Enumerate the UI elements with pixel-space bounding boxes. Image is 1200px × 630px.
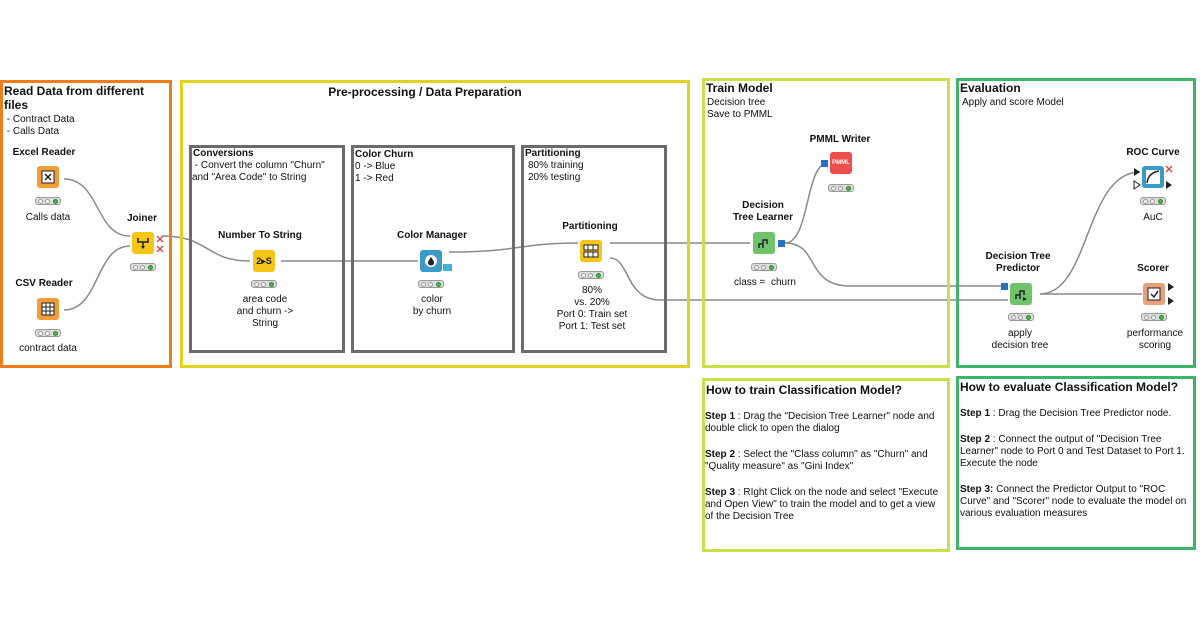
annotation-read-data [0, 80, 172, 368]
dt-learner-label: class = churn [734, 277, 796, 288]
train-step-2: Step 2 : Select the "Class column" as "C… [705, 449, 928, 472]
excel-reader-status [35, 197, 61, 205]
annotation-color-churn [351, 145, 515, 353]
color-manager-node[interactable] [420, 250, 442, 272]
csv-reader-node[interactable] [37, 298, 59, 320]
wire-color-partition [448, 242, 579, 253]
dt-learner-title: Decision Tree Learner [732, 200, 794, 223]
roc-curve-status [1140, 197, 1166, 205]
joiner-title: Joiner [126, 213, 157, 224]
color-drop-icon [425, 255, 437, 267]
excel-reader-icon [41, 170, 55, 184]
pmml-writer-status [828, 184, 854, 192]
annotation-evaluation [956, 78, 1196, 368]
annotation-evaluation-title: Evaluation [960, 81, 1021, 95]
annotation-color-churn-title: Color Churn [355, 149, 414, 160]
train-steps-title: How to train Classification Model? [706, 383, 903, 397]
dt-predictor-status [1008, 313, 1034, 321]
scorer-label: performance scoring [1126, 328, 1184, 351]
eval-steps-title: How to evaluate Classification Model? [960, 380, 1179, 394]
wire-predictor-roc [1039, 171, 1141, 295]
annotation-train-model [702, 78, 950, 368]
roc-curve-node[interactable] [1142, 166, 1164, 188]
wire-learner-predictor [784, 242, 1008, 287]
dt-predictor-title: Decision Tree Predictor [985, 251, 1051, 274]
color-manager-label: color by churn [412, 294, 452, 317]
partitioning-status [578, 271, 604, 279]
train-step-3: Step 3 : RIght Click on the node and sel… [705, 487, 939, 522]
dt-predictor-label: apply decision tree [991, 328, 1049, 351]
annotation-conversions-text: - Convert the column "Churn" and "Area C… [192, 160, 325, 183]
partition-icon [583, 244, 599, 258]
annotation-train-steps [702, 378, 950, 552]
dt-predictor-model-port[interactable] [1001, 283, 1008, 290]
annotation-eval-steps [956, 376, 1196, 550]
pmml-writer-node[interactable]: PMML [830, 152, 852, 174]
dt-predictor-node[interactable] [1010, 283, 1032, 305]
pmml-writer-title: PMML Writer [809, 134, 871, 145]
roc-icon [1146, 170, 1160, 184]
eval-step-3: Step 3: Connect the Predictor Output to … [960, 484, 1187, 519]
roc-curve-title: ROC Curve [1126, 147, 1180, 158]
annotation-color-churn-text: 0 -> Blue 1 -> Red [355, 161, 396, 184]
partitioning-node[interactable] [580, 240, 602, 262]
scorer-node[interactable] [1143, 283, 1165, 305]
annotation-partitioning [521, 145, 667, 353]
wire-csv-joiner [63, 245, 131, 311]
csv-reader-title: CSV Reader [15, 278, 73, 289]
number-to-string-title: Number To String [218, 230, 302, 241]
joiner-inactive-ports-icon [156, 235, 164, 253]
wire-excel-joiner [63, 178, 131, 237]
scorer-out-ports-icon [1168, 283, 1174, 305]
dt-learner-status [751, 263, 777, 271]
annotation-partitioning-title: Partitioning [525, 148, 581, 159]
csv-reader-icon [41, 302, 55, 316]
dt-learner-node[interactable] [753, 232, 775, 254]
excel-reader-node[interactable] [37, 166, 59, 188]
roc-ports-icon [1133, 165, 1173, 190]
joiner-status [130, 263, 156, 271]
annotation-preprocessing-title: Pre-processing / Data Preparation [328, 85, 522, 99]
annotation-conversions [189, 145, 345, 353]
scorer-icon [1147, 287, 1161, 301]
tree-learner-icon [758, 239, 768, 248]
number-to-string-label: area code and churn -> String [236, 294, 294, 329]
annotation-read-data-text: - Contract Data - Calls Data [6, 114, 75, 137]
annotation-train-model-title: Train Model [706, 81, 773, 95]
color-manager-title: Color Manager [396, 230, 467, 241]
partitioning-label: 80% vs. 20% Port 0: Train set Port 1: Te… [556, 285, 628, 332]
pmml-writer-in-port[interactable] [821, 160, 828, 167]
roc-curve-label: AuC [1143, 212, 1163, 223]
wire-partition-predictor [609, 257, 1008, 301]
csv-reader-status [35, 329, 61, 337]
excel-reader-label: Calls data [25, 212, 71, 223]
excel-reader-title: Excel Reader [12, 147, 76, 158]
scorer-status [1141, 313, 1167, 321]
annotation-read-data-title: Read Data from different files [4, 84, 145, 112]
annotation-evaluation-text: Apply and score Model [962, 97, 1064, 108]
color-manager-status [418, 280, 444, 288]
number-to-string-status [251, 280, 277, 288]
color-manager-out-port[interactable] [443, 264, 452, 271]
joiner-icon [137, 238, 149, 249]
partitioning-title: Partitioning [562, 221, 618, 232]
eval-step-2: Step 2 : Connect the output of "Decision… [960, 434, 1185, 469]
eval-step-1: Step 1 : Drag the Decision Tree Predicto… [960, 408, 1172, 419]
scorer-title: Scorer [1137, 263, 1169, 274]
dt-learner-model-port[interactable] [778, 240, 785, 247]
number-to-string-node[interactable]: 2▸S [253, 250, 275, 272]
wire-joiner-n2s [161, 235, 251, 262]
annotation-conversions-title: Conversions [193, 148, 254, 159]
joiner-node[interactable] [132, 232, 154, 254]
annotation-partitioning-text: 80% training 20% testing [528, 160, 584, 183]
annotation-train-model-text: Decision tree Save to PMML [707, 97, 773, 120]
train-step-1: Step 1 : Drag the "Decision Tree Learner… [705, 411, 935, 434]
csv-reader-label: contract data [19, 343, 77, 354]
tree-predictor-icon [1015, 290, 1027, 301]
annotation-preprocessing [180, 80, 690, 368]
